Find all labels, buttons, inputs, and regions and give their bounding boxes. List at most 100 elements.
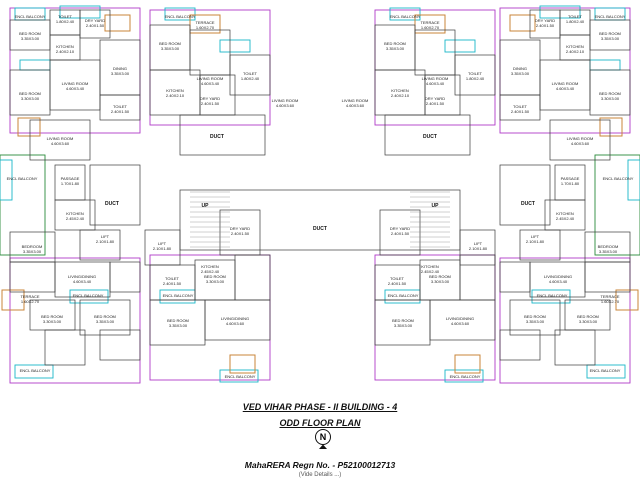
room-label: BED ROOM (524, 314, 546, 319)
room-dimension: 4.60X3.60 (571, 141, 590, 146)
room-dimension: 3.35X3.00 (96, 319, 115, 324)
room-label: DUCT (210, 134, 224, 140)
room-label: ENCL BALCONY (225, 374, 256, 379)
room-dimension: 2.40X2.10 (391, 93, 410, 98)
room-label: BED ROOM (384, 41, 406, 46)
room-dimension: 4.60X3.40 (66, 86, 85, 91)
terrace (189, 14, 221, 34)
room-wall (99, 94, 141, 121)
room-label: BED ROOM (392, 318, 414, 323)
room-label: ENCL BALCONY (537, 293, 568, 298)
room-wall (554, 329, 596, 366)
room-label: KITCHEN (56, 44, 74, 49)
room-label: TOILET (58, 14, 72, 19)
room-dimension: 3.35X3.00 (111, 71, 130, 76)
room-dimension: 4.60X3.60 (451, 321, 470, 326)
room-dimension: 3.35X3.00 (526, 319, 545, 324)
encl-balcony (627, 159, 640, 201)
room-dimension: 2.40X1.50 (163, 281, 182, 286)
room-dimension: 1.80X2.40 (466, 76, 485, 81)
room-dimension: 2.40X1.50 (111, 109, 130, 114)
room-dimension: 2.40X1.50 (86, 23, 105, 28)
room-label: TOILET (468, 71, 482, 76)
room-wall (509, 299, 561, 336)
encl-balcony (589, 59, 621, 71)
room-label: LIVING ROOM (422, 76, 449, 81)
room-label: DINING (513, 66, 527, 71)
room-label: ENCL BALCONY (590, 368, 621, 373)
flat-units (0, 5, 640, 384)
room-dimension: 1.70X1.80 (61, 181, 80, 186)
room-wall (99, 329, 141, 361)
room-label: LIFT (531, 234, 540, 239)
core-wall (219, 209, 261, 256)
room-label: DRY YARD (85, 18, 105, 23)
room-dimension: 4.60X3.40 (549, 279, 568, 284)
room-wall (79, 229, 121, 261)
room-label: ENCL BALCONY (388, 293, 419, 298)
room-label: LIVING ROOM (567, 136, 594, 141)
room-label: TOILET (390, 276, 404, 281)
terrace (454, 354, 481, 374)
room-label: BED ROOM (159, 41, 181, 46)
room-wall (519, 229, 561, 261)
room-wall (549, 119, 611, 161)
room-label: DRY YARD (230, 226, 250, 231)
room-dimension: 2.10X1.80 (153, 246, 172, 251)
encl-balcony (586, 364, 626, 379)
room-label: TERRACE (600, 294, 619, 299)
room-label: ENCL BALCONY (595, 14, 626, 19)
room-label: DUCT (313, 226, 327, 232)
north-label: N (320, 432, 327, 442)
encl-balcony (14, 364, 54, 379)
room-dimension: 3.30X3.00 (579, 319, 598, 324)
room-label: ENCL BALCONY (15, 14, 46, 19)
room-label: DRY YARD (390, 226, 410, 231)
room-label: ENCL BALCONY (450, 374, 481, 379)
room-label: KITCHEN (391, 88, 409, 93)
room-wall (499, 94, 541, 121)
room-label: KITCHEN (66, 211, 84, 216)
room-label: BED ROOM (167, 318, 189, 323)
room-label: BED ROOM (19, 91, 41, 96)
core-wall (89, 164, 141, 226)
room-dimension: 2.45X2.40 (66, 216, 85, 221)
room-wall (29, 119, 91, 161)
room-dimension: 3.35X3.00 (21, 36, 40, 41)
flat-outline (499, 257, 631, 384)
room-label: LIVING/DINING (544, 274, 572, 279)
core-wall (384, 114, 471, 156)
room-dimension: 4.60X3.40 (73, 279, 92, 284)
room-dimension: 3.35X3.00 (386, 46, 405, 51)
room-label: KITCHEN (166, 88, 184, 93)
room-dimension: 2.40X2.10 (56, 49, 75, 54)
room-dimension: 1.60X2.70 (601, 299, 620, 304)
room-label: ENCL BALCONY (603, 176, 634, 181)
room-label: UP (432, 203, 440, 209)
room-wall (204, 299, 271, 341)
core-wall (179, 189, 461, 251)
room-dimension: 2.40X1.50 (201, 101, 220, 106)
plan-title: VED VIHAR PHASE - II BUILDING - 4 (242, 402, 398, 412)
room-dimension: 2.45X2.40 (421, 269, 440, 274)
encl-balcony (444, 369, 484, 383)
room-label: TOILET (113, 104, 127, 109)
room-dimension: 2.40X2.10 (166, 93, 185, 98)
encl-balcony (444, 39, 476, 53)
room-label: DRY YARD (535, 18, 555, 23)
room-dimension: 1.70X1.80 (561, 181, 580, 186)
room-label: BED ROOM (19, 31, 41, 36)
encl-balcony (69, 289, 109, 304)
room-wall (584, 261, 631, 293)
encl-balcony (219, 39, 251, 53)
room-label: PASSAGE (561, 176, 580, 181)
room-dimension: 2.40X1.50 (388, 281, 407, 286)
room-dimension: 4.60X3.60 (226, 321, 245, 326)
flat-outline (0, 154, 46, 256)
rera-registration: MahaRERA Regn No. - P52100012713 (244, 460, 396, 470)
room-dimension: 1.60X2.70 (196, 25, 215, 30)
room-label: LIFT (474, 241, 483, 246)
plan-subtitle: ODD FLOOR PLAN (279, 418, 361, 428)
room-label: LIVING ROOM (197, 76, 224, 81)
room-wall (529, 9, 561, 39)
